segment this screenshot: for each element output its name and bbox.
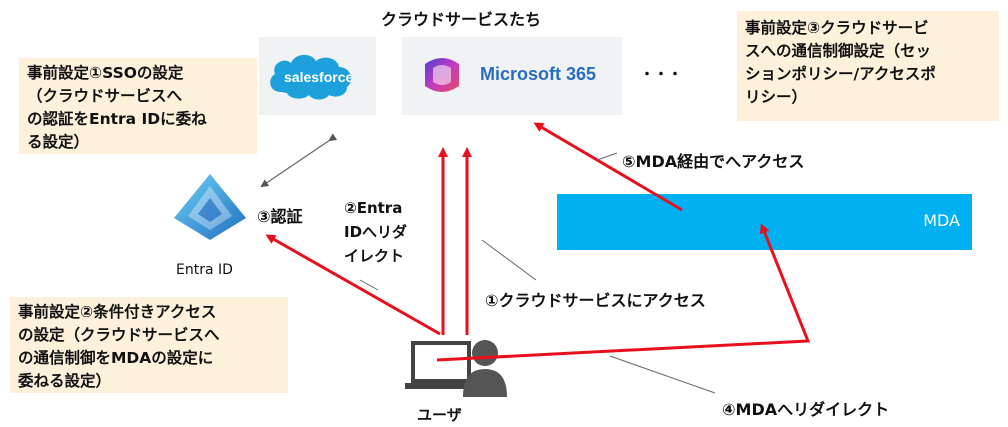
microsoft365-logo-icon: [425, 58, 459, 92]
mda-label: MDA: [923, 211, 960, 230]
salesforce-logo-icon: [270, 54, 352, 100]
step1-label: ①クラウドサービスにアクセス: [485, 291, 706, 310]
entra-id-icon: [174, 174, 246, 240]
sso-link-line: [260, 133, 338, 188]
callout-conditional-line: の通信制御をMDAの設定に: [18, 349, 214, 367]
callout-sso-line: の認証をEntra IDに委ね: [27, 110, 207, 128]
leader-step4: [609, 355, 716, 394]
callout-sso-line: る設定）: [27, 133, 90, 151]
step2-line: イレクト: [344, 247, 405, 265]
callout-session-line: スへの通信制御設定（セッ: [745, 42, 932, 60]
callout-conditional-line: の設定（クラウドサービスへ: [18, 326, 220, 344]
microsoft365-card: Microsoft 365: [402, 37, 622, 115]
callout-session-line: 事前設定③クラウドサービ: [745, 19, 929, 37]
leader-step1: [481, 239, 537, 281]
microsoft365-logo-text: Microsoft 365: [480, 64, 597, 84]
callout-session-line: ションポリシー/アクセスポ: [745, 65, 936, 83]
callout-conditional-access: 事前設定②条件付きアクセス の設定（クラウドサービスへ の通信制御をMDAの設定…: [10, 297, 288, 393]
mda-box: MDA: [557, 194, 972, 250]
callout-sso-line: （クラウドサービスへ: [27, 87, 183, 105]
step2-line: ②Entra: [344, 199, 403, 217]
salesforce-card: salesforce: [259, 37, 376, 115]
leader-step2: [359, 279, 379, 291]
callout-sso-line: 事前設定①SSOの設定: [27, 64, 184, 82]
arrow-mda-to-service: [533, 122, 683, 212]
leader-step5: [596, 152, 618, 161]
user-computer-icon: [405, 340, 507, 397]
callout-sso-setting: 事前設定①SSOの設定 （クラウドサービスへ の認証をEntra IDに委ね る…: [19, 58, 257, 154]
step2-line: IDへリダ: [344, 223, 408, 241]
salesforce-logo-text: salesforce: [284, 69, 354, 85]
step2-label: ②Entra IDへリダ イレクト: [344, 196, 407, 268]
callout-conditional-line: 事前設定②条件付きアクセス: [18, 303, 217, 321]
diagram-title: クラウドサービスたち: [381, 10, 542, 29]
entra-id-label: Entra ID: [176, 262, 233, 278]
user-label: ユーザ: [417, 406, 462, 424]
more-services-ellipsis: ・・・: [640, 67, 682, 83]
step4-label: ④MDAへリダイレクト: [722, 400, 890, 419]
callout-session-line: リシー）: [745, 88, 808, 106]
arrow-redirect-entra: [265, 234, 441, 336]
step3-label: ③認証: [257, 207, 303, 226]
callout-conditional-line: 委ねる設定）: [18, 372, 112, 390]
arrow-redirect-mda: [436, 223, 811, 362]
step5-label: ⑤MDA経由でへアクセス: [622, 152, 805, 171]
callout-session-policy: 事前設定③クラウドサービ スへの通信制御設定（セッ ションポリシー/アクセスポ …: [737, 11, 999, 121]
